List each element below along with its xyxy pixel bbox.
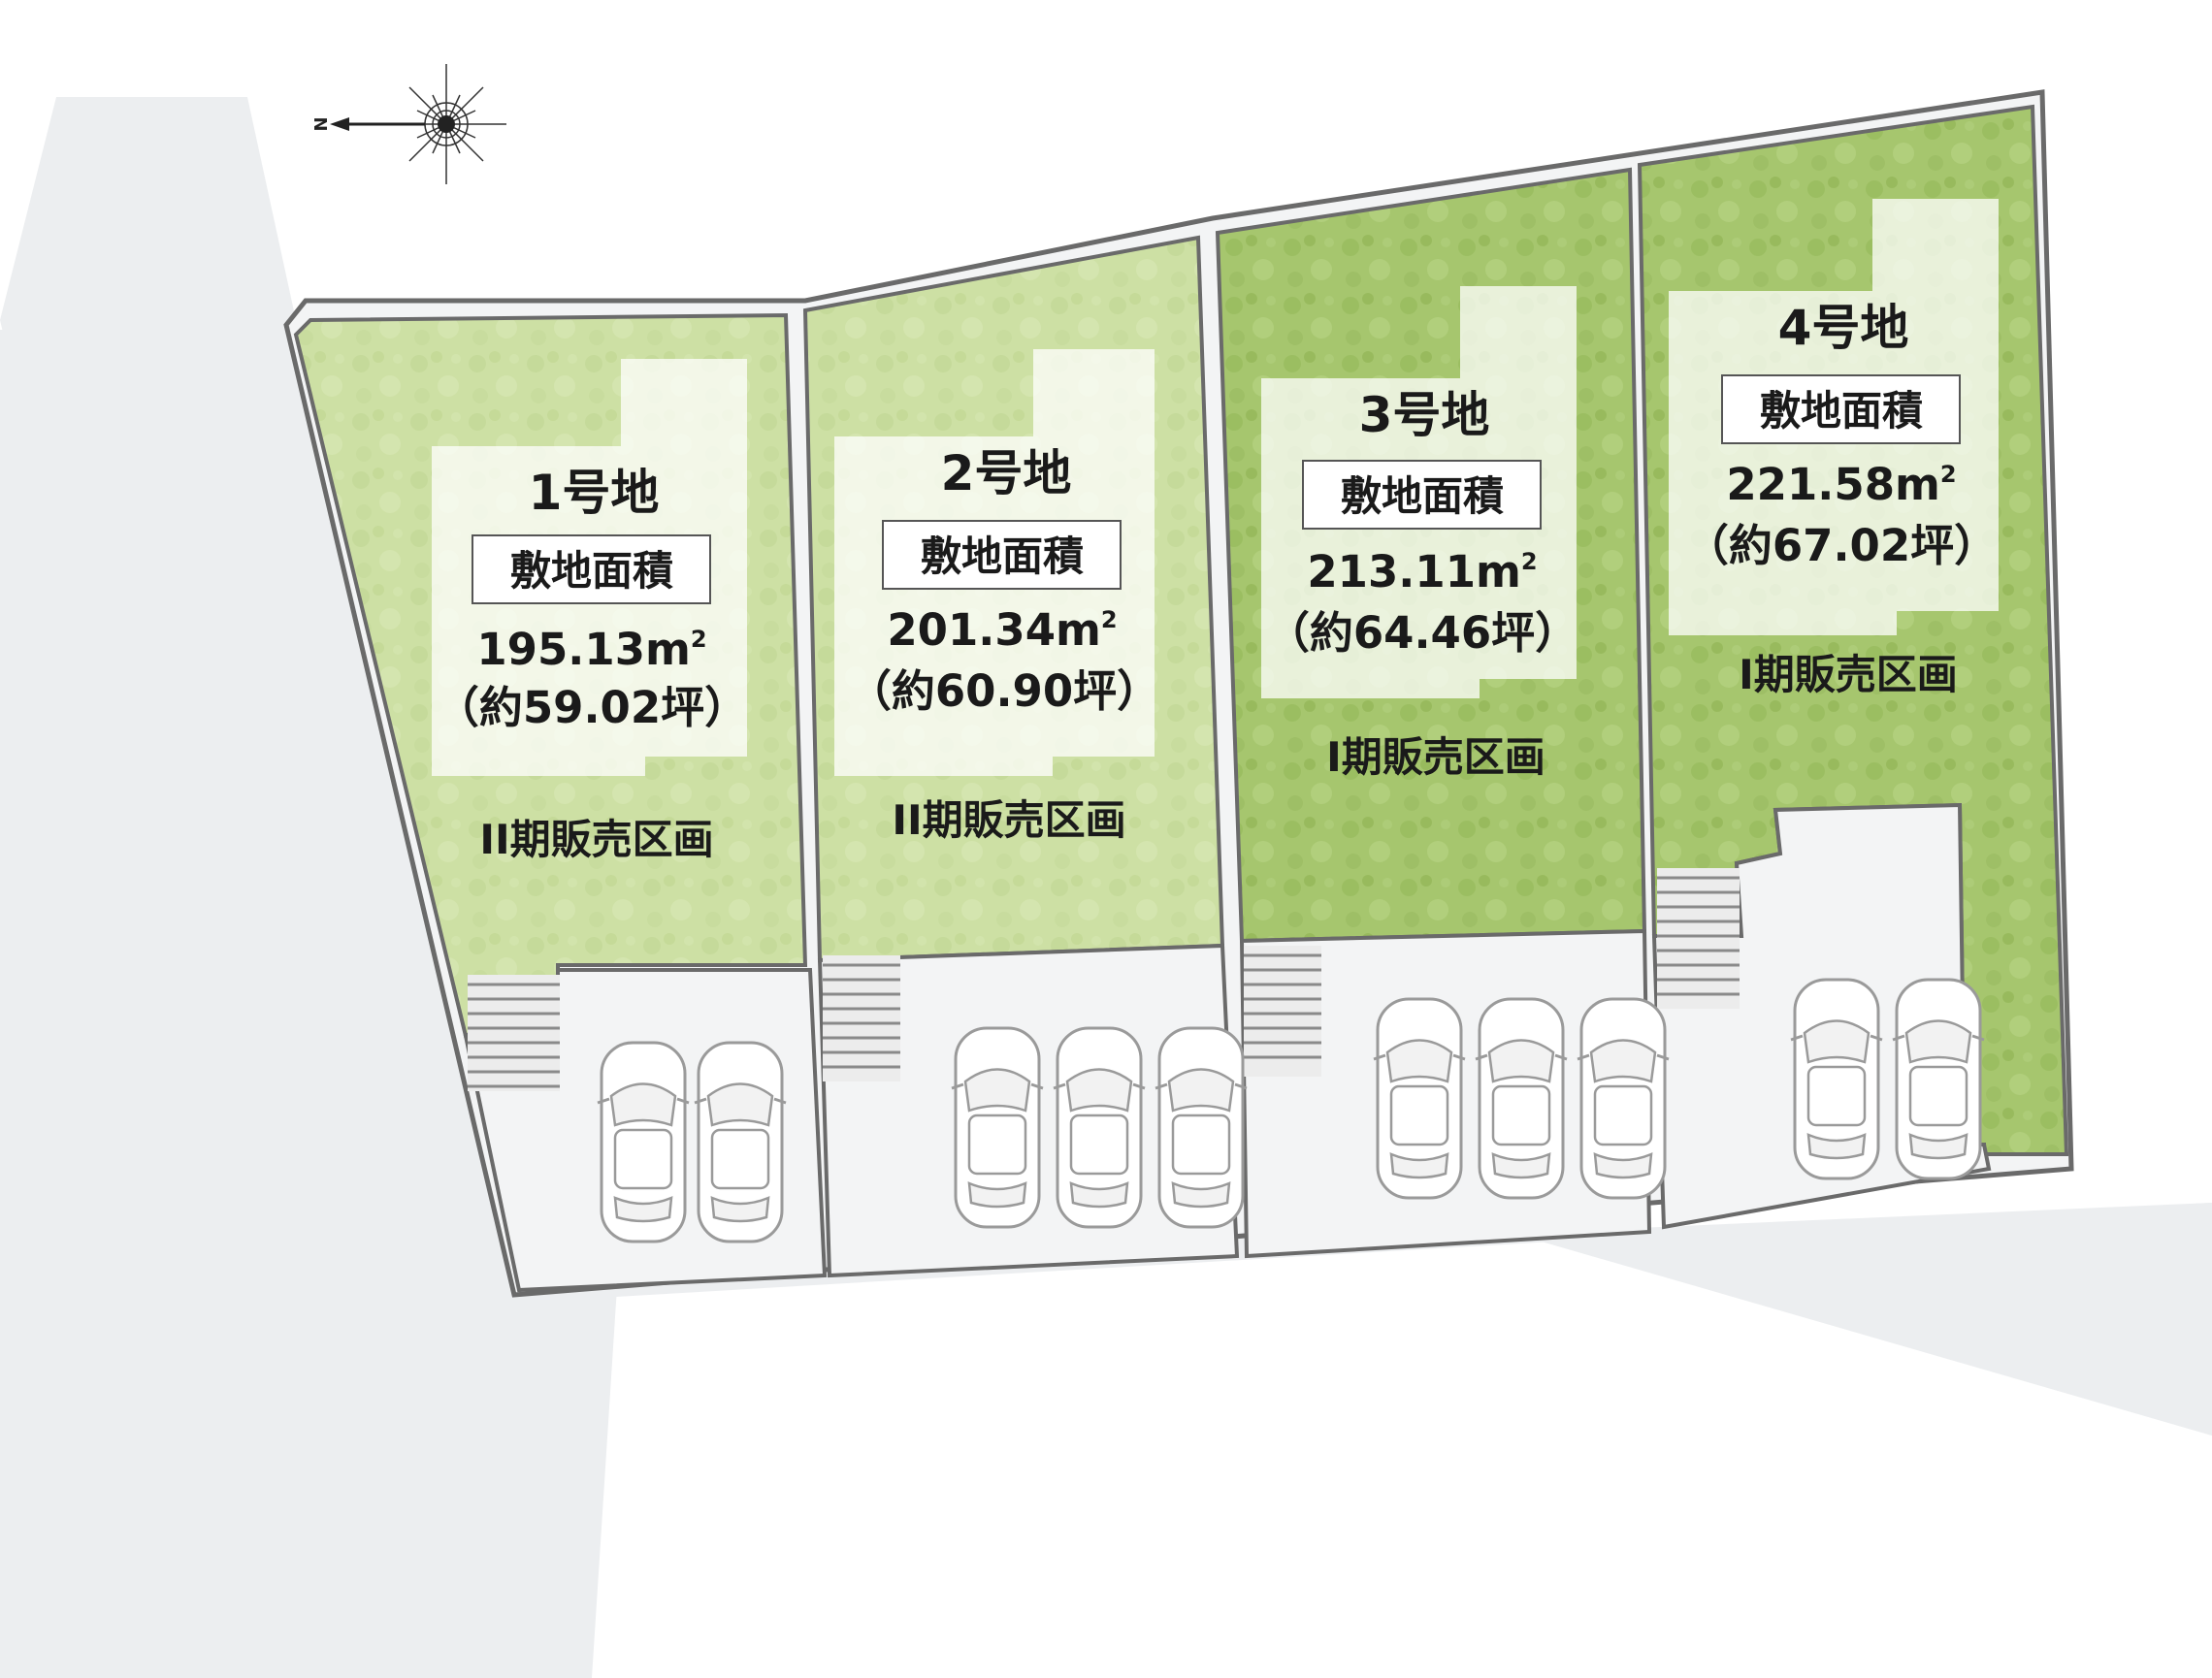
lot-2-area-label-box bbox=[882, 520, 1122, 590]
lot-3-area-label: 敷地面積 bbox=[1341, 472, 1504, 520]
lot-4-area-m2: 221.58m2 bbox=[1726, 459, 1956, 510]
lot-2-title: 2号地 bbox=[941, 445, 1072, 501]
lot-3-area-label-box bbox=[1302, 460, 1542, 530]
car-icon bbox=[1892, 978, 1985, 1180]
lot-4-area-label-box bbox=[1721, 374, 1961, 444]
lot-1-area-label: 敷地面積 bbox=[510, 547, 673, 595]
lot-4-label: 4号地 敷地面積 221.58m2 （約67.02坪） I期販売区画 bbox=[1685, 300, 1998, 698]
lot-4-area-tsubo: （約67.02坪） bbox=[1685, 520, 1998, 571]
lot-3-area-m2: 213.11m2 bbox=[1307, 546, 1537, 597]
car-icon bbox=[1155, 1026, 1248, 1229]
lot-1-area-label-box bbox=[472, 534, 711, 604]
lot-2-area-m2: 201.34m2 bbox=[887, 604, 1117, 656]
car-icon bbox=[1373, 997, 1466, 1200]
car-icon bbox=[951, 1026, 1044, 1229]
road-lower bbox=[0, 989, 2212, 1678]
stairs-lot-3 bbox=[1244, 946, 1321, 1077]
lot-2-label: 2号地 敷地面積 201.34m2 （約60.90坪） II期販売区画 bbox=[848, 445, 1160, 844]
lot-2-phase: II期販売区画 bbox=[892, 796, 1125, 844]
lot-2-area-tsubo: （約60.90坪） bbox=[848, 665, 1160, 717]
car-icon bbox=[694, 1041, 787, 1243]
lot-3-label: 3号地 敷地面積 213.11m2 （約64.46坪） I期販売区画 bbox=[1266, 387, 1578, 781]
car-icon bbox=[1790, 978, 1883, 1180]
lot-4-area-label: 敷地面積 bbox=[1760, 387, 1923, 435]
road-west-strip bbox=[0, 330, 378, 1300]
compass-rose-icon: N bbox=[311, 64, 506, 184]
lot-1-title: 1号地 bbox=[529, 465, 660, 521]
lot-1-area-m2: 195.13m2 bbox=[476, 624, 706, 675]
lot-1-area-tsubo: （約59.02坪） bbox=[436, 682, 748, 733]
stairs-lot-1 bbox=[468, 975, 560, 1091]
lot-3-area-tsubo: （約64.46坪） bbox=[1266, 607, 1578, 659]
lot-3-phase: I期販売区画 bbox=[1326, 733, 1545, 781]
lot-1-phase: II期販売区画 bbox=[479, 816, 713, 863]
lot-4-phase: I期販売区画 bbox=[1739, 651, 1958, 698]
parked-cars bbox=[597, 978, 1985, 1243]
compass-north-label: N bbox=[311, 116, 332, 131]
car-icon bbox=[1475, 997, 1568, 1200]
lot-4-title: 4号地 bbox=[1778, 300, 1909, 356]
car-icon bbox=[1053, 1026, 1146, 1229]
lot-1-label: 1号地 敷地面積 195.13m2 （約59.02坪） II期販売区画 bbox=[436, 465, 748, 863]
lot-2-area-label: 敷地面積 bbox=[921, 532, 1084, 580]
car-icon bbox=[597, 1041, 690, 1243]
car-icon bbox=[1577, 997, 1670, 1200]
stairs-lot-2 bbox=[823, 955, 900, 1081]
stairs-lot-4 bbox=[1657, 868, 1740, 1009]
lot-3-title: 3号地 bbox=[1359, 387, 1490, 443]
